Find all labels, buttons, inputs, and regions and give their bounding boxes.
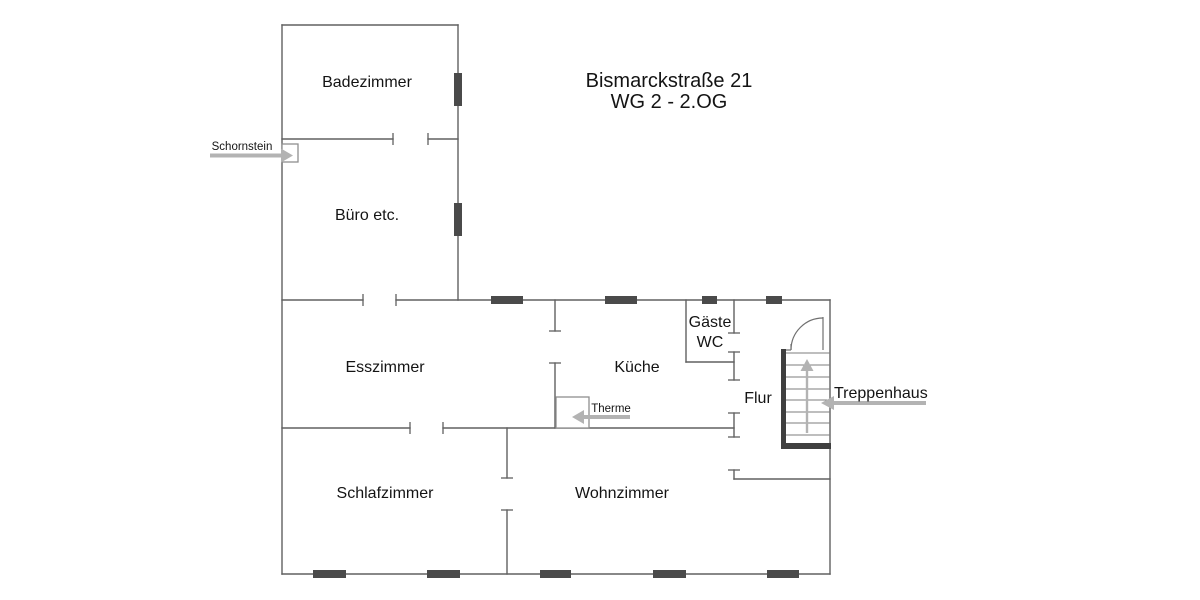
room-label-flur: Flur bbox=[744, 390, 772, 407]
window bbox=[427, 570, 460, 578]
schornstein-arrow-head bbox=[281, 148, 293, 163]
window bbox=[540, 570, 571, 578]
room-label-wohnzimmer: Wohnzimmer bbox=[575, 485, 670, 502]
room-label-kueche: Küche bbox=[614, 359, 659, 376]
annotation-schornstein: Schornstein bbox=[212, 141, 273, 153]
room-label-gaeste-wc-line1: Gäste bbox=[689, 314, 732, 331]
schornstein-arrow-shaft bbox=[210, 153, 281, 158]
staircase-thick-walls bbox=[781, 349, 831, 449]
room-label-treppenhaus: Treppenhaus bbox=[834, 385, 928, 402]
window bbox=[702, 296, 717, 304]
window bbox=[454, 73, 462, 106]
window bbox=[491, 296, 523, 304]
stairs-up-arrow-head bbox=[800, 359, 814, 371]
room-label-badezimmer: Badezimmer bbox=[322, 74, 412, 91]
stairs-up-arrow-shaft bbox=[805, 368, 809, 433]
window bbox=[766, 296, 782, 304]
annotation-therme: Therme bbox=[591, 403, 631, 415]
title-line-1: Bismarckstraße 21 bbox=[586, 70, 753, 92]
treppenhaus-arrow-head bbox=[821, 396, 834, 410]
therme-box bbox=[555, 396, 590, 429]
staircase-left-wall bbox=[781, 349, 786, 449]
window bbox=[313, 570, 346, 578]
door-jambs bbox=[362, 133, 740, 511]
room-labels: Badezimmer Büro etc. Esszimmer Küche Gäs… bbox=[212, 74, 928, 502]
plan-title: Bismarckstraße 21 WG 2 - 2.OG bbox=[586, 70, 753, 113]
room-label-esszimmer: Esszimmer bbox=[345, 359, 425, 376]
window bbox=[767, 570, 799, 578]
window bbox=[653, 570, 686, 578]
therme-arrow-shaft bbox=[584, 415, 630, 419]
entry-door bbox=[786, 317, 824, 351]
room-label-buero: Büro etc. bbox=[335, 207, 399, 224]
therme-arrow-head bbox=[572, 410, 584, 424]
treppenhaus-arrow-shaft bbox=[834, 401, 926, 405]
windows bbox=[313, 73, 799, 578]
window bbox=[605, 296, 637, 304]
interior-walls bbox=[281, 138, 831, 575]
staircase-bottom-wall bbox=[781, 443, 831, 449]
arrows bbox=[210, 148, 926, 433]
title-line-2: WG 2 - 2.OG bbox=[611, 91, 728, 113]
door-swing-arc bbox=[790, 317, 824, 351]
room-label-schlafzimmer: Schlafzimmer bbox=[337, 485, 435, 502]
window bbox=[454, 203, 462, 236]
room-label-gaeste-wc-line2: WC bbox=[697, 334, 724, 351]
